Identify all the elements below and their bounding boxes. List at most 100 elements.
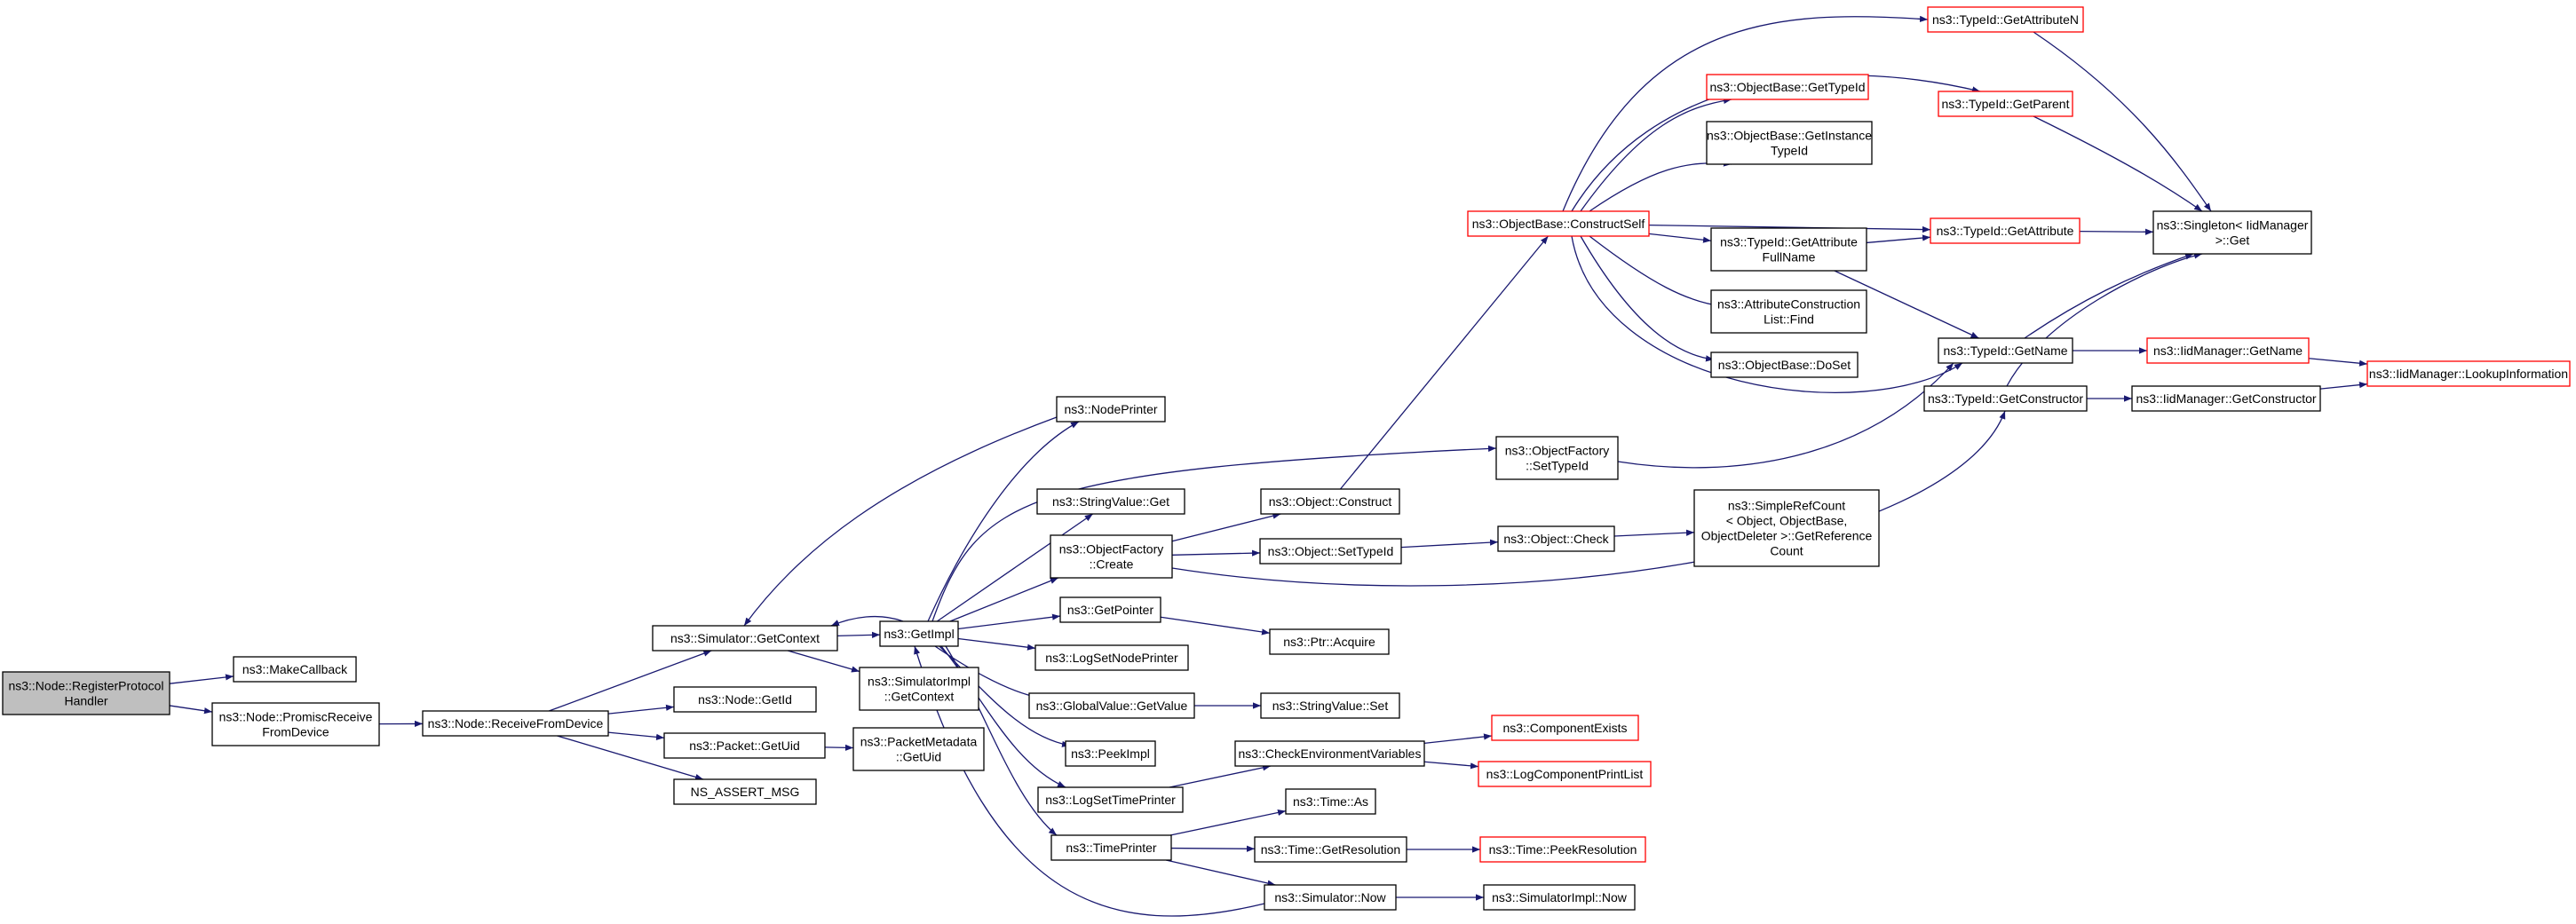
node-object_construct[interactable]: ns3::Object::Construct: [1260, 488, 1400, 515]
node-object_settypeid[interactable]: ns3::Object::SetTypeId: [1259, 538, 1402, 565]
node-nodeprinter[interactable]: ns3::NodePrinter: [1056, 396, 1166, 423]
node-box-logsetnodeprinter[interactable]: [1034, 644, 1189, 671]
node-box-objfactory_create[interactable]: [1050, 534, 1173, 579]
node-simplerefcount[interactable]: ns3::SimpleRefCount< Object, ObjectBase,…: [1693, 489, 1880, 567]
node-object_check[interactable]: ns3::Object::Check: [1497, 525, 1615, 552]
node-ob_gettypeid[interactable]: ns3::ObjectBase::GetTypeId: [1706, 74, 1869, 100]
node-box-getimpl[interactable]: [879, 620, 959, 647]
node-timeprinter[interactable]: ns3::TimePrinter: [1050, 834, 1172, 861]
node-box-tid_getattrfullname[interactable]: [1710, 227, 1867, 272]
node-objfactory_create[interactable]: ns3::ObjectFactory::Create: [1050, 534, 1173, 579]
node-iid_getconstructor[interactable]: ns3::IidManager::GetConstructor: [2131, 385, 2321, 412]
node-iid_getname[interactable]: ns3::IidManager::GetName: [2146, 337, 2310, 364]
node-getcontext[interactable]: ns3::Simulator::GetContext: [652, 625, 838, 652]
node-getpointer[interactable]: ns3::GetPointer: [1059, 596, 1161, 623]
node-box-ob_gettypeid[interactable]: [1706, 74, 1869, 100]
node-logsettimeprinter[interactable]: ns3::LogSetTimePrinter: [1037, 786, 1184, 813]
node-singleton_get[interactable]: ns3::Singleton< IidManager>::Get: [2152, 210, 2312, 255]
node-box-simimpl_now[interactable]: [1483, 884, 1636, 911]
node-box-tid_getattributen[interactable]: [1927, 6, 2084, 33]
node-globalvalue_get[interactable]: ns3::GlobalValue::GetValue: [1028, 692, 1195, 719]
node-constructself[interactable]: ns3::ObjectBase::ConstructSelf: [1467, 210, 1650, 237]
node-iid_lookupinfo[interactable]: ns3::IidManager::LookupInformation: [2366, 360, 2571, 387]
node-getuid[interactable]: ns3::Packet::GetUid: [663, 732, 826, 759]
node-box-stringvalue_get[interactable]: [1036, 488, 1185, 515]
node-box-getuid[interactable]: [663, 732, 826, 759]
node-simimpl_now[interactable]: ns3::SimulatorImpl::Now: [1483, 884, 1636, 911]
node-tid_getattributen[interactable]: ns3::TypeId::GetAttributeN: [1927, 6, 2084, 33]
node-box-getcontext[interactable]: [652, 625, 838, 652]
node-box-recvdev[interactable]: [422, 710, 609, 737]
node-box-promisc[interactable]: [211, 702, 380, 746]
node-getimpl[interactable]: ns3::GetImpl: [879, 620, 959, 647]
node-box-iid_getconstructor[interactable]: [2131, 385, 2321, 412]
node-box-attrconstr_find[interactable]: [1710, 289, 1867, 334]
node-box-peekimpl[interactable]: [1065, 740, 1156, 767]
node-box-singleton_get[interactable]: [2152, 210, 2312, 255]
node-peekimpl[interactable]: ns3::PeekImpl: [1065, 740, 1156, 767]
node-box-iid_getname[interactable]: [2146, 337, 2310, 364]
node-box-tid_getconstructor[interactable]: [1923, 385, 2088, 412]
node-box-objfactory_settypeid[interactable]: [1495, 436, 1619, 480]
node-box-getid[interactable]: [673, 686, 817, 713]
node-simimpl_ctx[interactable]: ns3::SimulatorImpl::GetContext: [859, 667, 979, 711]
node-ob_doset[interactable]: ns3::ObjectBase::DoSet: [1710, 351, 1859, 378]
node-box-root[interactable]: [2, 671, 170, 715]
node-sim_now[interactable]: ns3::Simulator::Now: [1264, 884, 1397, 911]
node-box-logsettimeprinter[interactable]: [1037, 786, 1184, 813]
node-box-ptr_acquire[interactable]: [1269, 628, 1390, 655]
node-box-stringvalue_set[interactable]: [1260, 692, 1400, 719]
node-box-pmeta_uid[interactable]: [852, 727, 985, 771]
node-recvdev[interactable]: ns3::Node::ReceiveFromDevice: [422, 710, 609, 737]
node-box-assertmsg[interactable]: [673, 778, 817, 805]
node-box-globalvalue_get[interactable]: [1028, 692, 1195, 719]
node-box-ob_getinsttypeid[interactable]: [1706, 121, 1873, 165]
node-time_as[interactable]: ns3::Time::As: [1285, 788, 1376, 815]
node-tid_getconstructor[interactable]: ns3::TypeId::GetConstructor: [1923, 385, 2088, 412]
node-box-object_check[interactable]: [1497, 525, 1615, 552]
node-box-componentexists[interactable]: [1491, 715, 1639, 741]
node-box-tid_getparent[interactable]: [1938, 91, 2073, 117]
node-objfactory_settypeid[interactable]: ns3::ObjectFactory::SetTypeId: [1495, 436, 1619, 480]
node-box-nodeprinter[interactable]: [1056, 396, 1166, 423]
node-pmeta_uid[interactable]: ns3::PacketMetadata::GetUid: [852, 727, 985, 771]
node-box-tid_getattribute[interactable]: [1930, 217, 2081, 244]
node-box-ob_doset[interactable]: [1710, 351, 1859, 378]
node-time_getres[interactable]: ns3::Time::GetResolution: [1254, 836, 1407, 863]
node-box-iid_lookupinfo[interactable]: [2366, 360, 2571, 387]
node-box-tid_getname[interactable]: [1938, 337, 2073, 364]
node-logsetnodeprinter[interactable]: ns3::LogSetNodePrinter: [1034, 644, 1189, 671]
node-checkenv[interactable]: ns3::CheckEnvironmentVariables: [1234, 740, 1425, 767]
node-tid_getname[interactable]: ns3::TypeId::GetName: [1938, 337, 2073, 364]
node-ptr_acquire[interactable]: ns3::Ptr::Acquire: [1269, 628, 1390, 655]
node-box-time_peekres[interactable]: [1479, 836, 1646, 863]
node-box-logcompprintlist[interactable]: [1478, 761, 1652, 787]
node-componentexists[interactable]: ns3::ComponentExists: [1491, 715, 1639, 741]
node-box-time_getres[interactable]: [1254, 836, 1407, 863]
node-stringvalue_set[interactable]: ns3::StringValue::Set: [1260, 692, 1400, 719]
node-box-object_settypeid[interactable]: [1259, 538, 1402, 565]
node-box-makecallback[interactable]: [233, 656, 357, 683]
node-box-getpointer[interactable]: [1059, 596, 1161, 623]
node-box-simimpl_ctx[interactable]: [859, 667, 979, 711]
node-box-checkenv[interactable]: [1234, 740, 1425, 767]
node-box-simplerefcount[interactable]: [1693, 489, 1880, 567]
node-stringvalue_get[interactable]: ns3::StringValue::Get: [1036, 488, 1185, 515]
node-tid_getattribute[interactable]: ns3::TypeId::GetAttribute: [1930, 217, 2081, 244]
node-time_peekres[interactable]: ns3::Time::PeekResolution: [1479, 836, 1646, 863]
node-box-constructself[interactable]: [1467, 210, 1650, 237]
node-makecallback[interactable]: ns3::MakeCallback: [233, 656, 357, 683]
node-assertmsg[interactable]: NS_ASSERT_MSG: [673, 778, 817, 805]
node-getid[interactable]: ns3::Node::GetId: [673, 686, 817, 713]
node-box-time_as[interactable]: [1285, 788, 1376, 815]
node-logcompprintlist[interactable]: ns3::LogComponentPrintList: [1478, 761, 1652, 787]
node-box-sim_now[interactable]: [1264, 884, 1397, 911]
node-tid_getparent[interactable]: ns3::TypeId::GetParent: [1938, 91, 2073, 117]
node-box-object_construct[interactable]: [1260, 488, 1400, 515]
node-box-timeprinter[interactable]: [1050, 834, 1172, 861]
